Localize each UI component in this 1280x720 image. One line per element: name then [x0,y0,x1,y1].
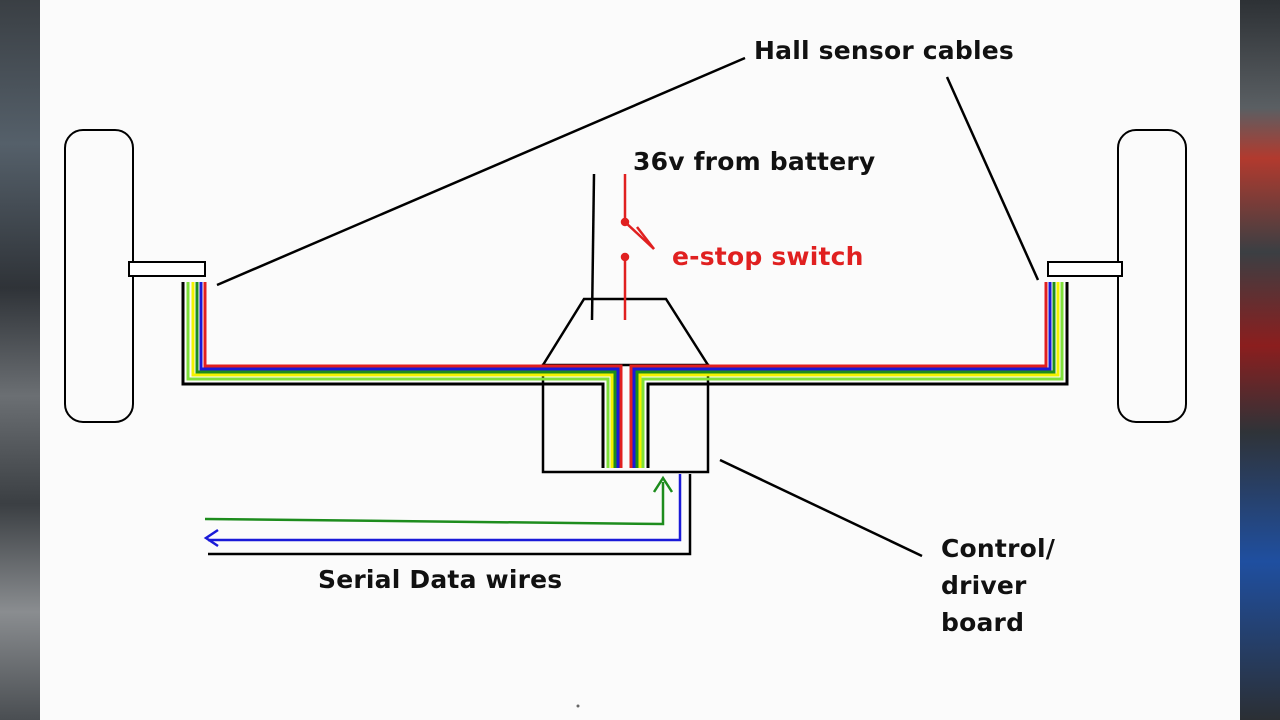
hall-leader-left [216,56,746,287]
estop-leader [636,226,655,250]
serial-data-wires [203,474,692,556]
left-wheel [64,129,134,423]
right-wheel [1117,129,1187,423]
estop-switch-symbol [620,174,655,320]
left-axle [128,261,206,277]
hall-cable-left [181,282,623,468]
battery-negative-wire [590,173,596,321]
hall-cable-right [629,282,1069,468]
label-hall-sensor-cables: Hall sensor cables [754,36,1014,65]
wiring-diagram [64,56,1187,708]
diagram-canvas: Hall sensor cables 36v from battery e-st… [40,0,1240,720]
right-axle [1047,261,1123,277]
label-estop-switch: e-stop switch [672,242,864,271]
label-control-driver-board: Control/ driver board [941,534,1056,637]
background-photo-left [0,0,40,720]
control-board-leader [719,458,923,558]
hall-leader-right [945,76,1040,281]
background-photo-right [1240,0,1280,720]
label-serial-data-wires: Serial Data wires [318,565,563,594]
artifact-dot [576,704,580,708]
label-36v-from-battery: 36v from battery [633,147,876,176]
